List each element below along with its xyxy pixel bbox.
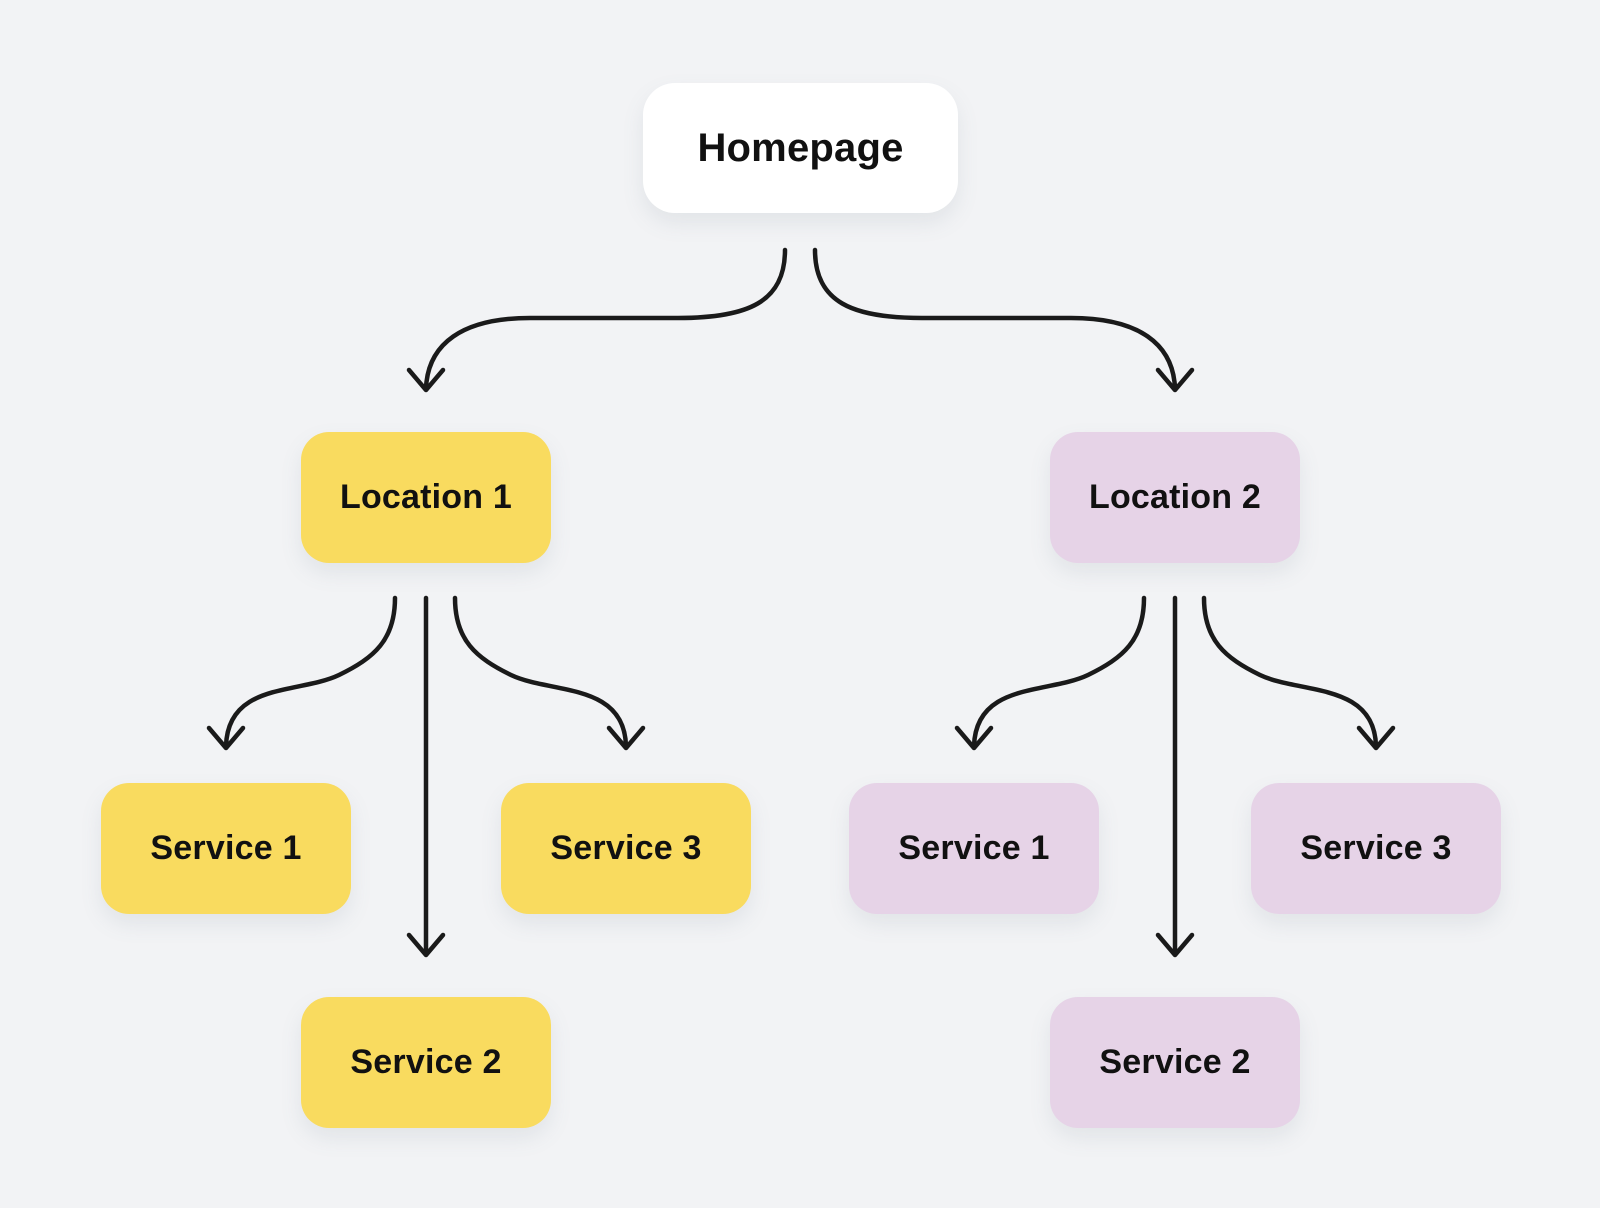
- node-location1-service2-label: Service 2: [350, 1043, 502, 1081]
- arrowhead-down-icon: [606, 725, 646, 751]
- node-location1-service2[interactable]: Service 2: [301, 997, 551, 1128]
- node-location2[interactable]: Location 2: [1050, 432, 1300, 563]
- node-location1-service1[interactable]: Service 1: [101, 783, 351, 914]
- arrow-homepage-to-location1: [423, 247, 788, 391]
- arrow-location2-to-service3: [1201, 595, 1379, 749]
- arrowhead-down-icon: [1155, 932, 1195, 958]
- node-location2-service3[interactable]: Service 3: [1251, 783, 1501, 914]
- arrow-homepage-to-location2: [812, 247, 1178, 391]
- node-location2-service2[interactable]: Service 2: [1050, 997, 1300, 1128]
- arrow-location1-to-service1: [223, 595, 398, 749]
- node-location2-service1-label: Service 1: [898, 829, 1050, 867]
- arrowhead-down-icon: [406, 367, 446, 393]
- node-location2-service1[interactable]: Service 1: [849, 783, 1099, 914]
- node-location1-label: Location 1: [339, 478, 513, 516]
- arrowhead-down-icon: [1155, 367, 1195, 393]
- node-location2-service2-label: Service 2: [1099, 1043, 1251, 1081]
- node-location1-service3[interactable]: Service 3: [501, 783, 751, 914]
- arrowhead-down-icon: [1356, 725, 1396, 751]
- node-location1-service1-label: Service 1: [150, 829, 302, 867]
- node-location1-service3-label: Service 3: [550, 829, 702, 867]
- node-homepage-label: Homepage: [697, 125, 904, 170]
- node-location2-service3-label: Service 3: [1300, 829, 1452, 867]
- arrow-location2-to-service1: [971, 595, 1147, 749]
- arrow-location1-to-service3: [452, 595, 629, 749]
- node-homepage[interactable]: Homepage: [643, 83, 958, 213]
- node-location2-label: Location 2: [1088, 478, 1262, 516]
- node-location1[interactable]: Location 1: [301, 432, 551, 563]
- arrowhead-down-icon: [206, 725, 246, 751]
- arrowhead-down-icon: [406, 932, 446, 958]
- arrowhead-down-icon: [954, 725, 994, 751]
